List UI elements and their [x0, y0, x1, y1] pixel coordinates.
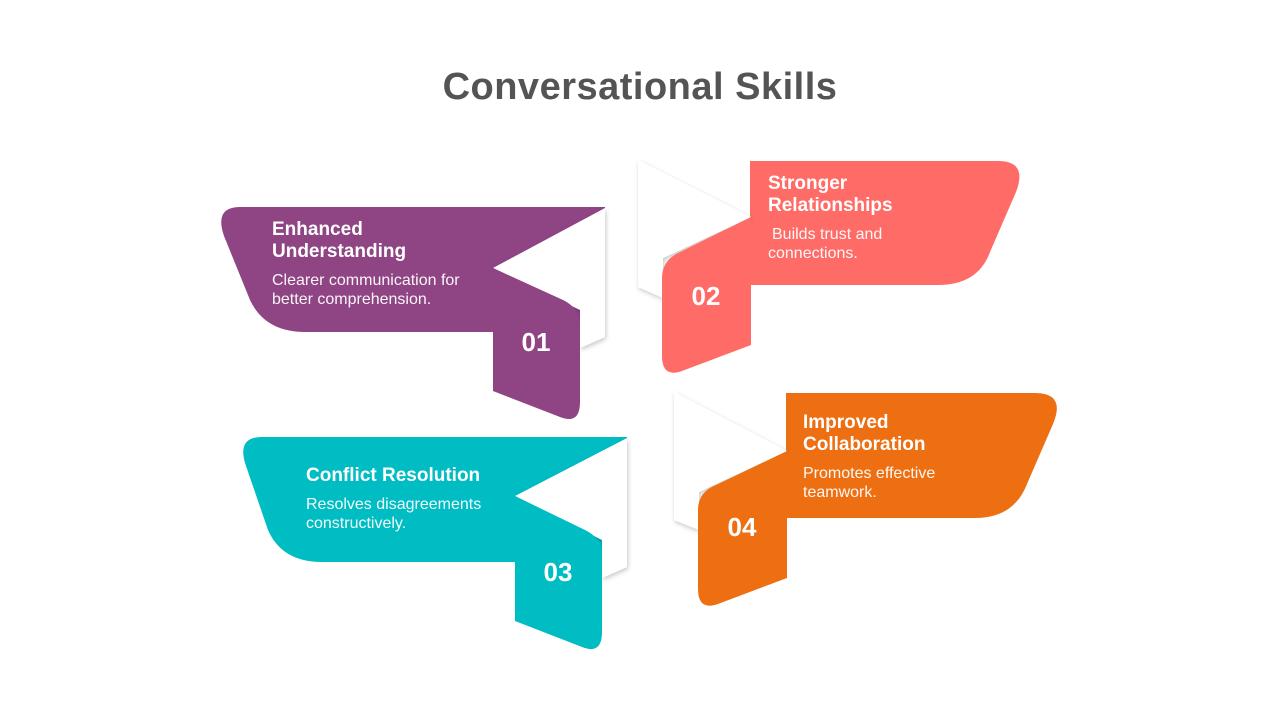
card-01-description: Clearer communication for better compreh… [272, 271, 460, 309]
card-01-heading: Enhanced Understanding [272, 219, 460, 263]
card-02-description: Builds trust and connections. [768, 225, 893, 263]
card-01-desc-line2: better comprehension. [272, 291, 432, 308]
card-02-desc-line1: Builds trust and [772, 226, 883, 243]
card-01-heading-line1: Enhanced [272, 219, 363, 240]
ribbon-02-tab [662, 217, 751, 373]
card-03-heading: Conflict Resolution [306, 465, 481, 487]
ribbon-01-fold [493, 208, 605, 348]
ribbon-02-fold [638, 160, 751, 298]
card-03-desc-line2: constructively. [306, 515, 407, 532]
ribbon-02-banner [750, 161, 1020, 285]
card-02-text: Stronger Relationships Builds trust and … [768, 173, 893, 263]
ribbon-04 [674, 392, 1057, 606]
ribbon-03-fold [515, 438, 627, 578]
ribbon-03 [243, 437, 627, 650]
card-01-heading-line2: Understanding [272, 241, 407, 262]
ribbon-03-tab [515, 496, 602, 650]
card-02-number: 02 [691, 281, 721, 311]
card-03-desc-line1: Resolves disagreements [306, 496, 482, 513]
card-01-number: 01 [521, 327, 551, 357]
ribbon-04-fold [674, 392, 787, 530]
ribbon-01 [221, 207, 605, 420]
card-03-number: 03 [543, 557, 573, 587]
ribbon-04-banner [786, 393, 1057, 518]
card-04-desc-line1: Promotes effective [803, 465, 936, 482]
card-02-desc-line2: connections. [768, 245, 858, 262]
page-title: Conversational Skills [442, 66, 838, 108]
card-02-heading-line1: Stronger [768, 173, 848, 194]
ribbon-02 [638, 160, 1020, 373]
card-04-description: Promotes effective teamwork. [803, 464, 935, 502]
ribbon-01-tab [493, 268, 580, 420]
card-03-text: Conflict Resolution Resolves disagreemen… [306, 465, 481, 533]
ribbon-04-tab [698, 451, 787, 606]
card-04-number: 04 [727, 512, 757, 542]
card-02-heading-line2: Relationships [768, 195, 893, 216]
card-01-desc-line1: Clearer communication for [272, 272, 460, 289]
card-04-heading: Improved Collaboration [803, 412, 935, 456]
card-03-heading-line1: Conflict Resolution [306, 465, 481, 486]
card-04-desc-line2: teamwork. [803, 484, 877, 501]
card-02-heading: Stronger Relationships [768, 173, 893, 217]
card-04-heading-line1: Improved [803, 412, 889, 433]
card-01-text: Enhanced Understanding Clearer communica… [272, 219, 460, 309]
card-04-text: Improved Collaboration Promotes effectiv… [803, 412, 935, 502]
card-03-description: Resolves disagreements constructively. [306, 495, 481, 533]
card-04-heading-line2: Collaboration [803, 434, 926, 455]
